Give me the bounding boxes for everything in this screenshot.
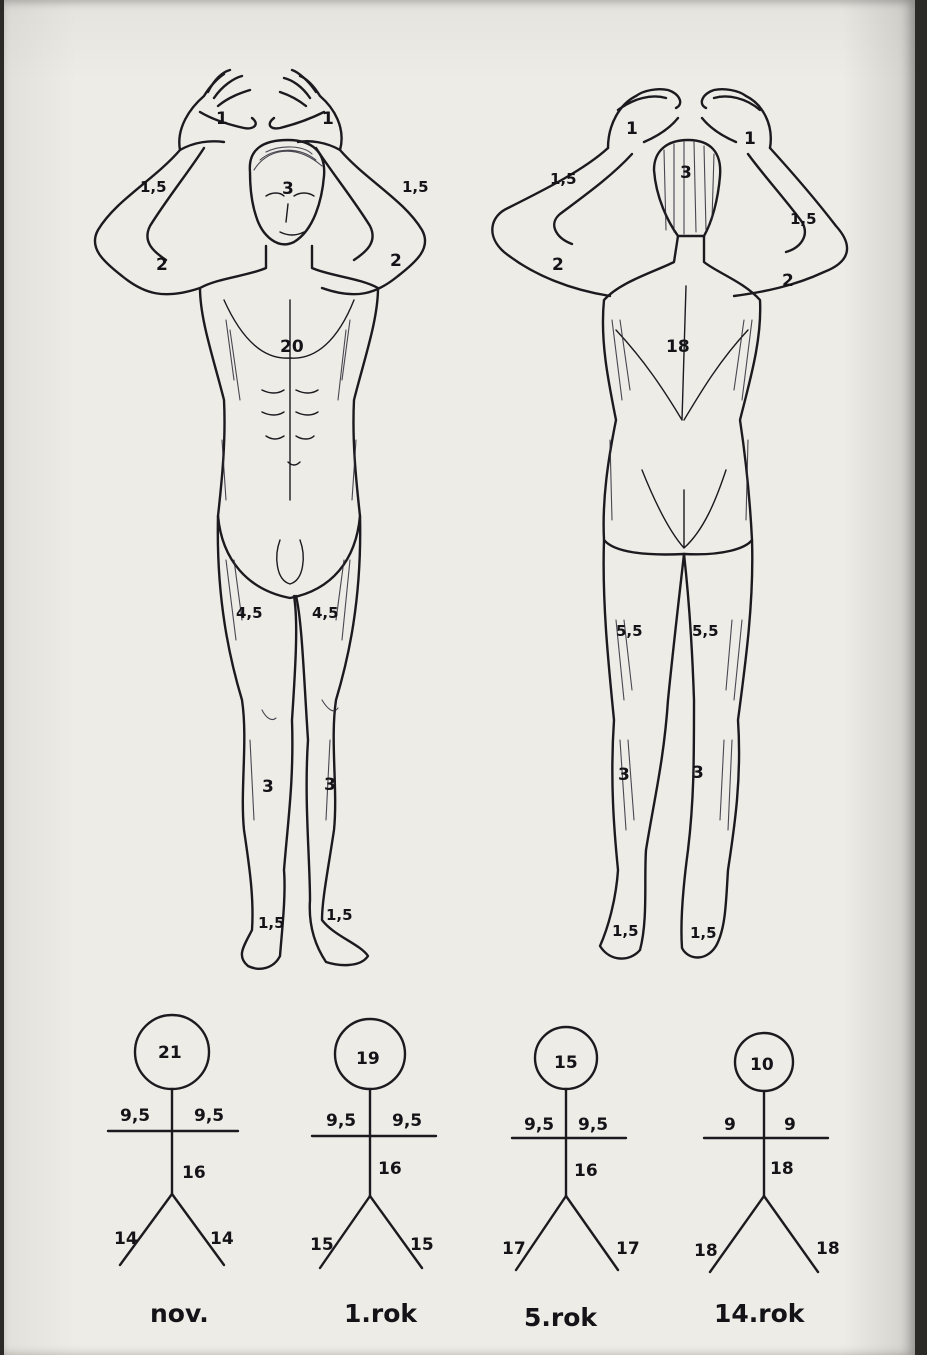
stick-trunk-value: 16 bbox=[378, 1159, 402, 1179]
stick-caption: 5.rok bbox=[524, 1303, 598, 1332]
stick-left-arm-value: 9,5 bbox=[326, 1111, 356, 1131]
front-figure-labels: 1 1 1,5 1,5 3 2 2 20 4,5 4,5 3 3 1,5 1,5 bbox=[140, 109, 429, 932]
stick-trunk-value: 16 bbox=[182, 1163, 206, 1183]
back-left-upper-arm-value: 2 bbox=[552, 255, 564, 275]
front-right-upper-arm-value: 2 bbox=[390, 251, 402, 271]
back-left-hand-value: 1 bbox=[626, 119, 638, 139]
stick-left-leg-value: 17 bbox=[502, 1239, 526, 1259]
back-right-foot-value: 1,5 bbox=[690, 924, 717, 942]
stick-head-value: 10 bbox=[750, 1055, 774, 1075]
back-right-upper-arm-value: 2 bbox=[782, 271, 794, 291]
back-left-forearm-value: 1,5 bbox=[550, 170, 577, 188]
front-right-shin-value: 3 bbox=[324, 775, 336, 795]
stick-left-arm-value: 9,5 bbox=[120, 1106, 150, 1126]
front-left-upper-arm-value: 2 bbox=[156, 255, 168, 275]
front-head-value: 3 bbox=[282, 179, 294, 199]
stick-left-arm-value: 9 bbox=[724, 1115, 736, 1135]
stick-trunk-value: 18 bbox=[770, 1159, 794, 1179]
back-right-thigh-value: 5,5 bbox=[692, 622, 719, 640]
stick-right-arm-value: 9,5 bbox=[194, 1106, 224, 1126]
front-left-hand-value: 1 bbox=[216, 109, 228, 129]
front-trunk-value: 20 bbox=[280, 337, 304, 357]
stick-figure-newborn: 21 9,5 9,5 16 14 14 nov. bbox=[108, 1015, 238, 1328]
book-page: 1 1 1,5 1,5 3 2 2 20 4,5 4,5 3 3 1,5 1,5 bbox=[4, 0, 915, 1355]
stick-right-leg-line bbox=[764, 1196, 818, 1272]
stick-left-leg-value: 15 bbox=[310, 1235, 334, 1255]
back-left-shin-value: 3 bbox=[618, 765, 630, 785]
back-left-foot-value: 1,5 bbox=[612, 922, 639, 940]
stick-right-arm-value: 9 bbox=[784, 1115, 796, 1135]
front-left-forearm-value: 1,5 bbox=[140, 178, 167, 196]
stick-head-value: 15 bbox=[554, 1053, 578, 1073]
stick-caption: nov. bbox=[150, 1299, 209, 1328]
back-right-hand-value: 1 bbox=[744, 129, 756, 149]
back-figure-labels: 1 1 3 1,5 1,5 2 2 18 5,5 5,5 3 3 1,5 1,5 bbox=[550, 119, 817, 942]
front-right-foot-value: 1,5 bbox=[326, 906, 353, 924]
front-right-forearm-value: 1,5 bbox=[402, 178, 429, 196]
stick-left-leg-line bbox=[710, 1196, 764, 1272]
stick-left-leg-line bbox=[320, 1196, 370, 1268]
stick-left-leg-value: 18 bbox=[694, 1241, 718, 1261]
stick-figure-1-year: 19 9,5 9,5 16 15 15 1.rok bbox=[310, 1019, 436, 1328]
stick-right-leg-line bbox=[566, 1196, 618, 1270]
stick-right-leg-value: 18 bbox=[816, 1239, 840, 1259]
stick-head-value: 19 bbox=[356, 1049, 380, 1069]
stick-right-leg-value: 15 bbox=[410, 1235, 434, 1255]
stick-trunk-value: 16 bbox=[574, 1161, 598, 1181]
stick-caption: 1.rok bbox=[344, 1299, 418, 1328]
front-left-foot-value: 1,5 bbox=[258, 914, 285, 932]
back-left-thigh-value: 5,5 bbox=[616, 622, 643, 640]
back-right-forearm-value: 1,5 bbox=[790, 210, 817, 228]
stick-right-leg-line bbox=[370, 1196, 422, 1268]
back-right-shin-value: 3 bbox=[692, 763, 704, 783]
back-trunk-value: 18 bbox=[666, 337, 690, 357]
stick-right-leg-value: 14 bbox=[210, 1229, 234, 1249]
stick-right-leg-value: 17 bbox=[616, 1239, 640, 1259]
stick-head-value: 21 bbox=[158, 1043, 182, 1063]
stick-caption: 14.rok bbox=[714, 1299, 806, 1328]
front-right-hand-value: 1 bbox=[322, 109, 334, 129]
stick-left-arm-value: 9,5 bbox=[524, 1115, 554, 1135]
stick-figure-14-years: 10 9 9 18 18 18 14.rok bbox=[694, 1033, 840, 1328]
front-body-figure bbox=[95, 70, 425, 969]
stick-right-arm-value: 9,5 bbox=[578, 1115, 608, 1135]
front-left-shin-value: 3 bbox=[262, 777, 274, 797]
stick-figure-5-years: 15 9,5 9,5 16 17 17 5.rok bbox=[502, 1027, 640, 1332]
stick-right-arm-value: 9,5 bbox=[392, 1111, 422, 1131]
body-surface-diagram: 1 1 1,5 1,5 3 2 2 20 4,5 4,5 3 3 1,5 1,5 bbox=[4, 0, 915, 1355]
back-head-value: 3 bbox=[680, 163, 692, 183]
stick-left-leg-value: 14 bbox=[114, 1229, 138, 1249]
front-right-thigh-value: 4,5 bbox=[312, 604, 339, 622]
front-left-thigh-value: 4,5 bbox=[236, 604, 263, 622]
